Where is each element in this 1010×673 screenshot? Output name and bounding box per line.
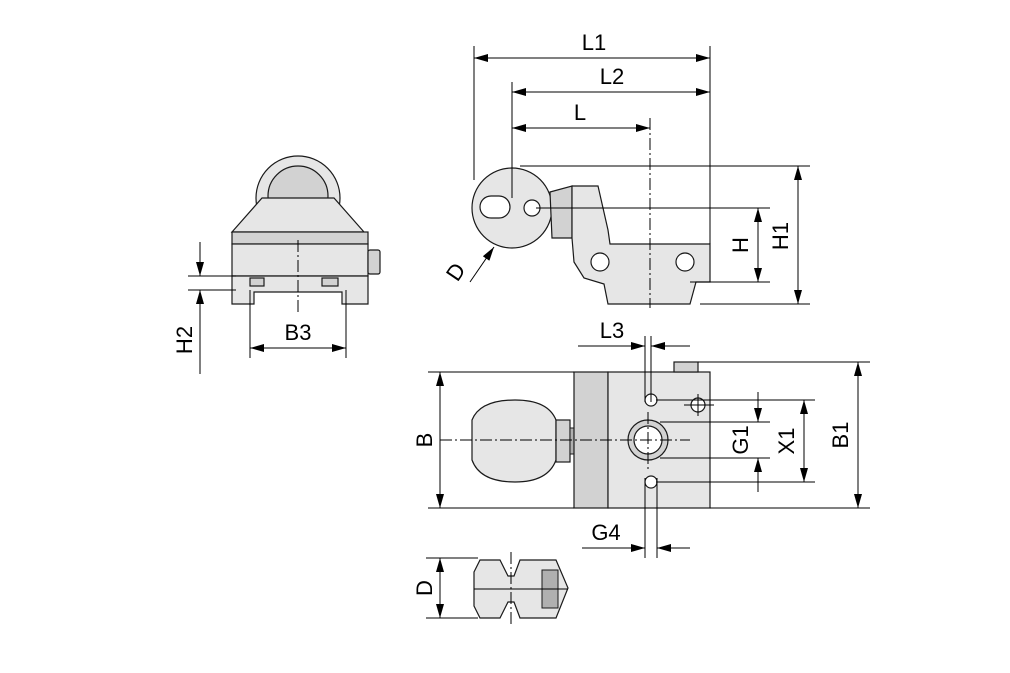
side-view: L1 L2 L H H1 D <box>441 30 810 308</box>
top-view-small-hole-bottom <box>644 475 658 489</box>
h-label: H <box>728 237 753 253</box>
front-view-chamfer <box>230 197 366 233</box>
b-label: B <box>412 433 437 448</box>
x1-label: X1 <box>774 428 799 455</box>
l1-label: L1 <box>582 30 606 55</box>
l2-label: L2 <box>600 64 624 89</box>
top-view-neck <box>555 419 571 463</box>
h2-label: H2 <box>172 326 197 354</box>
d-leader-arrow <box>469 246 495 283</box>
front-view-slot-right <box>321 277 339 287</box>
b1-label: B1 <box>828 422 853 449</box>
d-side-label: D <box>441 258 471 285</box>
side-view-neck <box>549 185 573 239</box>
detail-view: D <box>412 552 569 624</box>
g1-label: G1 <box>728 425 753 454</box>
side-view-hole-left <box>590 252 610 272</box>
front-view-side-pin <box>367 249 381 275</box>
g4-label: G4 <box>591 520 620 545</box>
l3-label: L3 <box>600 318 624 343</box>
top-view-pin <box>673 361 699 373</box>
side-view-knob-slot <box>479 195 511 219</box>
front-view-top-band <box>231 231 369 245</box>
d-detail-label: D <box>412 580 437 596</box>
front-view-slot-left <box>249 277 265 287</box>
b3-label: B3 <box>285 320 312 345</box>
top-view: L3 B G1 X1 B1 G4 <box>412 318 870 558</box>
front-view-body <box>231 243 369 277</box>
h1-label: H1 <box>768 222 793 250</box>
top-view-knob <box>471 399 557 483</box>
side-view-hole-right <box>675 252 695 272</box>
front-view: B3 H2 <box>172 155 381 374</box>
side-view-body <box>571 185 711 305</box>
l-label: L <box>574 100 586 125</box>
